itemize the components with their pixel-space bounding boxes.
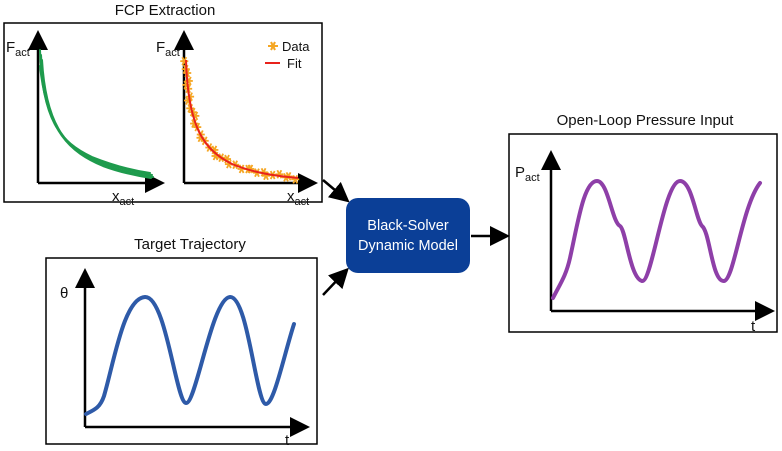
model-block — [346, 198, 470, 273]
model-line-1: Black-Solver — [367, 218, 449, 234]
output-axes — [541, 150, 775, 321]
green-curve-4 — [39, 65, 152, 179]
legend-fit-label: Fit — [287, 56, 302, 71]
fcp-left-y-label: Fact — [6, 39, 30, 59]
green-curve-1 — [39, 49, 151, 174]
green-curve-2 — [40, 54, 153, 176]
output-panel — [508, 133, 778, 333]
fcp-data-markers — [180, 56, 300, 184]
arrow-fcp-to-model — [322, 179, 350, 203]
fcp-right-axes — [174, 30, 318, 193]
output-x-label: t — [751, 318, 756, 335]
legend-data-label: Data — [282, 39, 310, 54]
target-title: Target Trajectory — [134, 236, 246, 253]
target-panel — [45, 257, 318, 445]
target-x-label: t — [285, 432, 290, 449]
output-y-label: Pact — [515, 164, 540, 184]
fcp-fit-curve — [185, 59, 299, 179]
output-curve — [551, 178, 762, 300]
arrow-target-to-model — [322, 267, 349, 296]
legend-data-marker — [268, 41, 278, 51]
fcp-panel — [3, 22, 323, 203]
fcp-left-x-label: xact — [112, 188, 134, 208]
fcp-legend: Data Fit — [265, 39, 310, 71]
model-line-2: Dynamic Model — [358, 238, 458, 254]
fcp-title: FCP Extraction — [115, 2, 216, 19]
output-title: Open-Loop Pressure Input — [557, 112, 735, 129]
target-y-label: θ — [60, 285, 68, 302]
target-axes — [75, 268, 310, 437]
fcp-left-curves — [39, 49, 154, 179]
fcp-left-axes — [28, 30, 165, 193]
green-curve-3 — [41, 59, 154, 178]
target-curve — [84, 294, 296, 416]
fcp-right-x-label: xact — [287, 188, 309, 208]
fcp-right-y-label: Fact — [156, 39, 180, 59]
